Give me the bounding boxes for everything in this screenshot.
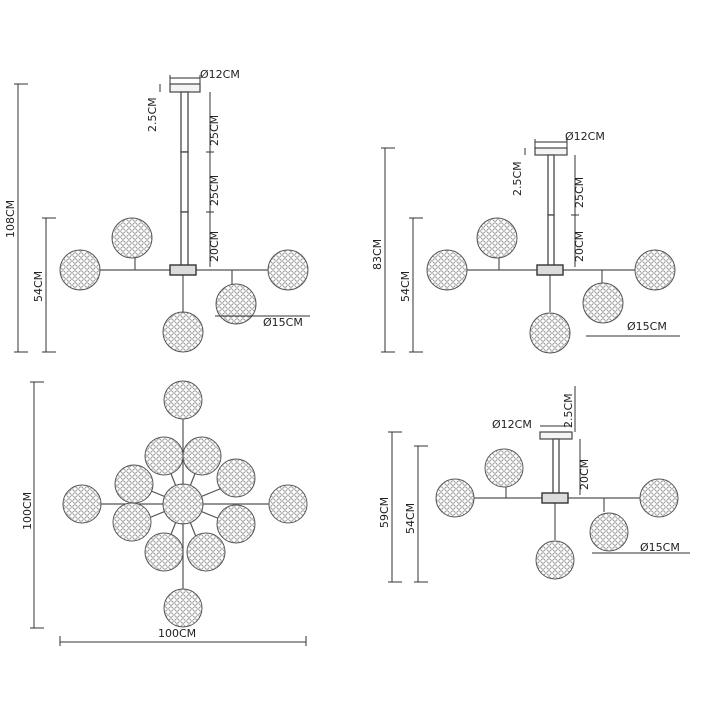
- pendant-108-view: 108CM 54CM Ø12CM 2.5CM 25CM 25CM 20CM Ø1…: [4, 68, 310, 353]
- canopy: [539, 431, 573, 440]
- glass-shade: [267, 249, 309, 291]
- glass-shade: [634, 249, 676, 291]
- hub: [169, 264, 197, 276]
- glass-shade: [186, 532, 226, 572]
- canopy-height-label: 2.5CM: [511, 161, 524, 196]
- ceiling-59-view: 59CM 54CM Ø12CM 2.5CM 20CM Ø15CM: [378, 386, 690, 583]
- canopy: [169, 83, 201, 93]
- glass-shade: [529, 312, 571, 354]
- glass-shade: [62, 484, 102, 524]
- canopy: [534, 147, 568, 156]
- glass-shade: [639, 478, 679, 518]
- glass-shade: [59, 249, 101, 291]
- rod-segment: [180, 211, 189, 268]
- canopy-diameter-label: Ø12CM: [492, 418, 532, 431]
- rod-segment-1-label: 25CM: [573, 177, 586, 208]
- glass-shade: [476, 217, 518, 259]
- glass-shade: [582, 282, 624, 324]
- canopy-diameter-label: Ø12CM: [565, 130, 605, 143]
- rod-segment-2-label: 25CM: [208, 175, 221, 206]
- overall-height-label: 108CM: [4, 200, 17, 238]
- glass-shade: [112, 502, 152, 542]
- glass-shade: [426, 249, 468, 291]
- glass-shade: [484, 448, 524, 488]
- rod-segment-1-label: 20CM: [578, 459, 591, 490]
- glass-shade: [162, 311, 204, 353]
- glass-shade: [114, 464, 154, 504]
- glass-shade: [535, 540, 575, 580]
- canopy-height-label: 2.5CM: [146, 97, 159, 132]
- glass-shade: [589, 512, 629, 552]
- glass-shade: [216, 458, 256, 498]
- rod-segment: [552, 438, 560, 496]
- glass-shade: [182, 436, 222, 476]
- shade-diameter-label: Ø15CM: [640, 541, 680, 554]
- rod-segment: [180, 91, 189, 153]
- top-height-label: 100CM: [21, 492, 34, 530]
- glass-shade: [144, 436, 184, 476]
- body-height-label: 54CM: [32, 271, 45, 302]
- rod-segment: [547, 154, 555, 216]
- glass-shade: [144, 532, 184, 572]
- canopy-diameter-label: Ø12CM: [200, 68, 240, 81]
- glass-shade: [268, 484, 308, 524]
- rod-segment-3-label: 20CM: [208, 231, 221, 262]
- hub: [541, 492, 569, 504]
- shade-diameter-label: Ø15CM: [263, 316, 303, 329]
- hub: [536, 264, 564, 276]
- top-width-label: 100CM: [158, 627, 196, 640]
- glass-shade: [111, 217, 153, 259]
- rod-segment: [180, 151, 189, 213]
- rod-segment: [547, 214, 555, 268]
- center-shade: [162, 483, 204, 525]
- pendant-83-view: 83CM 54CM Ø12CM 2.5CM 25CM 20CM Ø15CM: [371, 130, 680, 354]
- rod-segment-1-label: 25CM: [208, 115, 221, 146]
- overall-height-label: 59CM: [378, 497, 391, 528]
- canopy-height-label: 2.5CM: [562, 393, 575, 428]
- top-view: 100CM 100CM: [21, 380, 308, 646]
- shade-diameter-label: Ø15CM: [627, 320, 667, 333]
- glass-shade: [216, 504, 256, 544]
- glass-shade: [163, 380, 203, 420]
- body-height-label: 54CM: [404, 503, 417, 534]
- overall-height-label: 83CM: [371, 239, 384, 270]
- glass-shade: [163, 588, 203, 628]
- rod-segment-2-label: 20CM: [573, 231, 586, 262]
- glass-shade: [435, 478, 475, 518]
- glass-shade: [215, 283, 257, 325]
- body-height-label: 54CM: [399, 271, 412, 302]
